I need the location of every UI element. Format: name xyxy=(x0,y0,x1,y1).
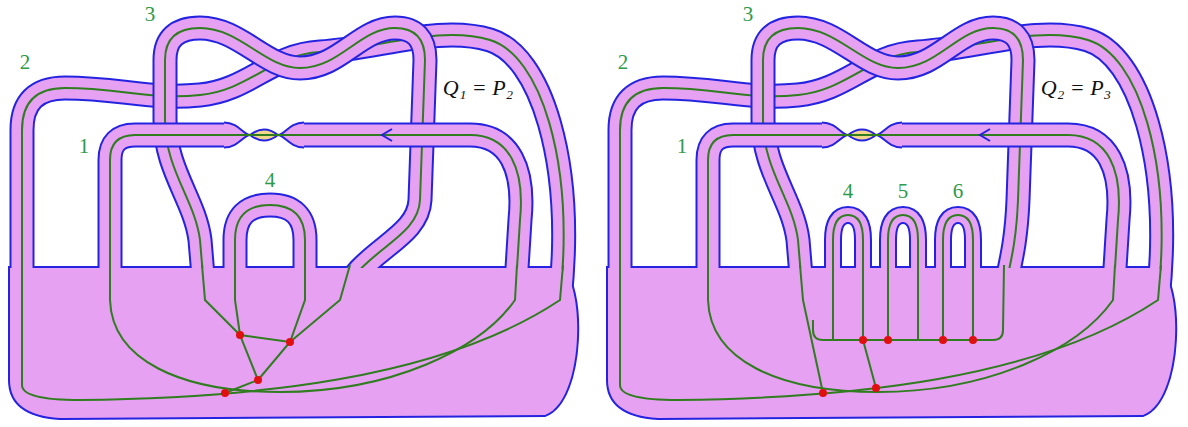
right-ribbon-surface xyxy=(608,28,1175,418)
band-number: 6 xyxy=(953,181,964,202)
left-ribbon-surface xyxy=(10,28,577,418)
band-number: 3 xyxy=(145,4,156,25)
band-number: 4 xyxy=(843,181,854,202)
surface-equation: Q₂ = P₃ xyxy=(1041,77,1111,99)
band-number: 2 xyxy=(20,52,31,73)
band-number: 1 xyxy=(79,136,90,157)
surface-equation: Q₁ = P₂ xyxy=(443,77,513,99)
band-number: 4 xyxy=(265,170,276,191)
band-number: 3 xyxy=(743,4,754,25)
band-number: 5 xyxy=(898,181,909,202)
band-number: 1 xyxy=(677,136,688,157)
band-number: 2 xyxy=(618,52,629,73)
